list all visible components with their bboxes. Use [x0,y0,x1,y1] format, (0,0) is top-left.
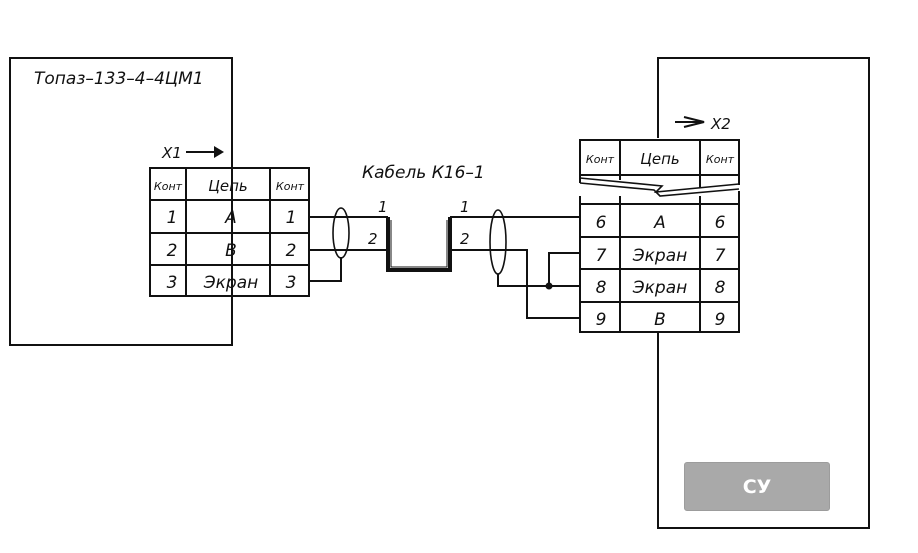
junction-dot [545,282,553,290]
right-row2-circuit: Экран [632,246,687,266]
left-row2-circuit: B [225,241,237,261]
cable-wire1-label-right: 1 [460,198,470,216]
left-device-frame [9,57,233,346]
cable-wire1-label-left: 1 [378,198,388,216]
left-connector-table: Конт Цепь Конт 1 A 1 2 B 2 3 Экран 3 [149,167,310,297]
left-device: Топаз–133–4–4ЦМ1 X1 [9,57,233,346]
cable-bundle [386,217,452,272]
cable: Кабель К16–1 1 2 1 2 [309,163,580,319]
right-header-kont-2: Конт [706,153,735,166]
shield-wire-left [309,257,342,282]
right-row3-circuit: Экран [632,278,687,298]
right-connector-table: Конт Цепь Конт 6 A 6 7 Экран 7 8 Экран 8… [579,139,740,336]
right-row1-kont-2: 6 [715,213,726,233]
left-connector-arrow-icon [186,146,224,158]
right-row1-kont-1: 6 [596,213,607,233]
shield-oval-left [332,207,350,259]
left-row3-kont-2: 3 [286,273,297,293]
left-row3-circuit: Экран [203,273,258,293]
cable-label: Кабель К16–1 [362,163,485,183]
left-row1-circuit: A [224,208,237,228]
left-row2-kont-1: 2 [167,241,178,261]
shield-wire-right [497,274,580,287]
right-device: X2 [657,57,870,529]
table-break-line [579,177,740,194]
right-row1-circuit: A [653,213,666,233]
left-device-title: Топаз–133–4–4ЦМ1 [34,69,204,89]
left-row1-kont-1: 1 [167,208,178,228]
right-row4-kont-1: 9 [596,310,607,330]
right-row2-kont-1: 7 [596,246,607,266]
su-button[interactable]: СУ [684,462,830,511]
left-row3-kont-1: 3 [167,273,178,293]
right-row3-kont-2: 8 [715,278,726,298]
right-row4-circuit: B [654,310,666,330]
shield-jumper [548,252,580,286]
left-header-circuit: Цепь [208,177,248,195]
left-header-kont-1: Конт [154,180,183,193]
left-row1-kont-2: 1 [286,208,297,228]
shield-oval-right [489,209,507,275]
left-header-kont-2: Конт [276,180,305,193]
right-row2-kont-2: 7 [715,246,726,266]
right-header-kont-1: Конт [586,153,615,166]
left-connector-label: X1 [161,144,182,162]
cable-bundle-inner [390,220,448,268]
right-header-circuit: Цепь [640,150,680,168]
right-device-frame [657,57,870,529]
wire-b-right [450,249,580,319]
right-connector-arrow-icon [675,116,705,128]
cable-wire2-label-right: 2 [460,230,470,248]
right-row4-kont-2: 9 [715,310,726,330]
cable-wire2-label-left: 2 [368,230,378,248]
left-row2-kont-2: 2 [286,241,297,261]
right-row3-kont-1: 8 [596,278,607,298]
right-connector-label: X2 [710,115,731,133]
